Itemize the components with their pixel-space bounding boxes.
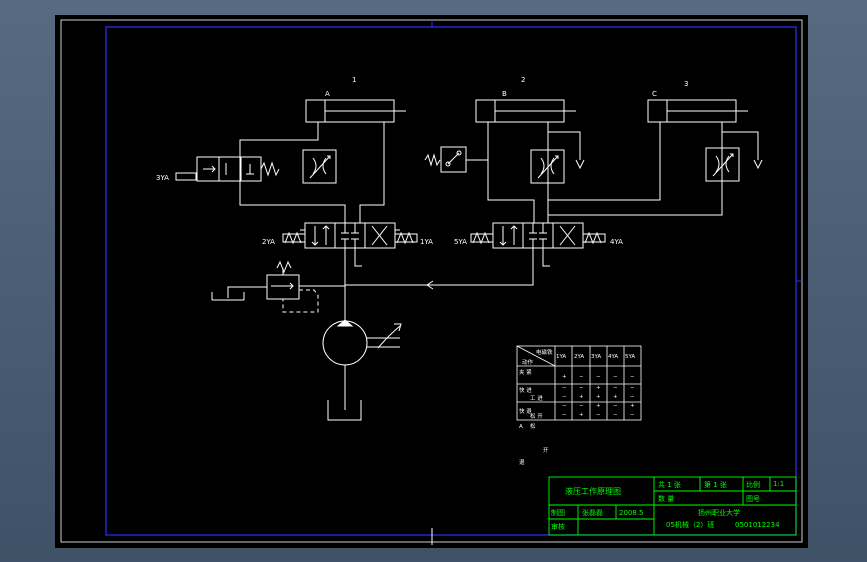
table-cell: − (562, 385, 567, 391)
table-cell: − (562, 394, 567, 400)
table-extra-label: 松 (530, 422, 536, 430)
title-block (548, 476, 797, 536)
solenoid-label-1ya: 1YA (420, 238, 433, 246)
table-col-4: 4YA (608, 354, 618, 360)
pressure-line-valve-2 (345, 248, 534, 286)
table-cell: + (596, 394, 601, 400)
table-cell: + (596, 403, 601, 409)
pipe-c3-right (548, 122, 723, 216)
class-name: 05机械（2）班 (666, 520, 714, 529)
check-valve-tank-3 (753, 159, 763, 170)
drawing-date: 2008.5 (619, 509, 644, 517)
solenoid-valve-3ya (175, 156, 280, 182)
pipe-c3-left (548, 122, 661, 201)
total-sheets: 共 1 张 (658, 480, 681, 489)
throttle-valve-3 (705, 147, 740, 182)
table-row-label: 松 开 (530, 412, 543, 420)
drawn-by: 张磊磊 (582, 508, 603, 517)
drawn-label: 制图 (551, 508, 565, 517)
port-c-label: C (652, 90, 657, 98)
scale-label: 比例 (746, 480, 760, 489)
table-cell: + (596, 385, 601, 391)
drawing-title: 液压工作原理图 (565, 486, 621, 496)
table-extra-label: 退 (519, 458, 525, 466)
directional-valve-2 (470, 222, 606, 249)
table-cell: − (613, 385, 618, 391)
solenoid-label-4ya: 4YA (610, 238, 623, 246)
table-cell: + (562, 374, 567, 380)
solenoid-label-5ya: 5YA (454, 238, 467, 246)
throttle-valve-1 (302, 149, 337, 184)
solenoid-label-3ya: 3YA (156, 174, 169, 182)
table-cell: + (579, 412, 584, 418)
table-col-5: 5YA (625, 354, 635, 360)
table-col-2: 2YA (574, 354, 584, 360)
cylinder-2 (475, 99, 576, 123)
table-col-1: 1YA (556, 354, 566, 360)
table-cell: − (613, 412, 618, 418)
student-id: 0501012234 (735, 521, 780, 529)
table-extra-label: A (519, 424, 523, 430)
port-a-label: A (325, 90, 330, 98)
school-name: 扬州职业大学 (698, 508, 740, 517)
table-cell: − (562, 412, 567, 418)
oil-tank (327, 400, 362, 421)
drawing-number-label: 图号 (746, 495, 760, 503)
table-cell: − (613, 403, 618, 409)
table-cell: − (579, 403, 584, 409)
table-cell: + (630, 403, 635, 409)
table-cell: − (630, 385, 635, 391)
pressure-switch (424, 146, 488, 173)
throttle-valve-2 (530, 149, 565, 184)
quantity-label: 数 量 (658, 494, 674, 503)
directional-valve-1 (282, 222, 418, 249)
table-cell: − (630, 394, 635, 400)
table-row-label: 快 进 (519, 386, 532, 394)
tank-return-2 (542, 248, 550, 267)
port-b-label: B (502, 90, 507, 98)
check-valve-pressure-line (426, 280, 434, 290)
table-row-label: 快 退 (519, 407, 532, 415)
pipe-c2-left (487, 122, 535, 223)
table-extra-label: 开 (543, 447, 549, 454)
relief-valve (211, 260, 345, 313)
pipe-c1-right (359, 122, 385, 223)
table-cell: + (579, 394, 584, 400)
table-cell: − (630, 374, 635, 380)
hydraulic-pump (322, 285, 402, 410)
table-cell: − (630, 412, 635, 418)
table-cell: − (596, 374, 601, 380)
tank-return-1 (354, 248, 362, 267)
solenoid-action-table (516, 345, 642, 421)
cylinder-1-label: 1 (352, 76, 356, 84)
table-head-action: 动作 (522, 358, 534, 366)
table-cell: + (613, 394, 618, 400)
check-valve-tank-2 (575, 159, 585, 170)
solenoid-label-2ya: 2YA (262, 238, 275, 246)
table-cell: − (579, 385, 584, 391)
cylinder-3 (647, 99, 748, 123)
cylinder-1 (305, 99, 406, 123)
reviewed-label: 审核 (551, 522, 565, 531)
cylinder-3-label: 3 (684, 80, 688, 88)
table-col-3: 3YA (591, 354, 601, 360)
cylinder-2-label: 2 (521, 76, 525, 84)
table-row-label: 工 进 (530, 394, 543, 402)
table-cell: − (562, 403, 567, 409)
table-cell: − (596, 412, 601, 418)
table-cell: − (613, 374, 618, 380)
table-row-label: 夹 紧 (519, 368, 532, 376)
sheet-number: 第 1 张 (704, 480, 727, 489)
table-head-electromagnet: 电磁铁 (536, 348, 553, 356)
table-cell: − (579, 374, 584, 380)
pipe-c1-left (239, 122, 346, 223)
scale-value: 1:1 (773, 480, 784, 488)
